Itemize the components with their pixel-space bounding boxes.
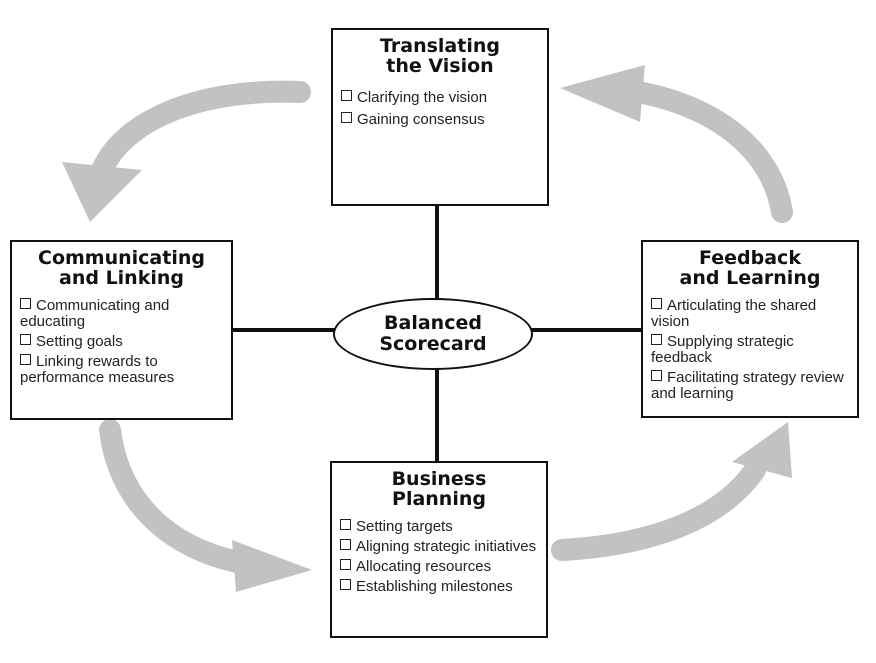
communicating-linking-list: Communicating and educating Setting goal… [20, 298, 223, 386]
list-item-text: Clarifying the vision [357, 89, 488, 106]
checkbox-icon [340, 559, 351, 570]
list-item-text: Supplying strategic feedback [651, 333, 794, 366]
checkbox-icon [651, 334, 662, 345]
checkbox-icon [341, 90, 352, 101]
list-item-text: Setting goals [36, 333, 123, 350]
communicating-linking-box: Communicating and Linking Communicating … [10, 240, 233, 420]
checkbox-icon [341, 112, 352, 123]
arrow-bottom-left [99, 419, 266, 576]
checkbox-icon [651, 298, 662, 309]
list-item: Supplying strategic feedback [651, 334, 849, 366]
feedback-learning-box: Feedback and Learning Articulating the s… [641, 240, 859, 418]
list-item: Linking rewards to performance measures [20, 354, 223, 386]
list-item: Facilitating strategy review and learnin… [651, 370, 849, 402]
business-planning-title: Business Planning [340, 469, 538, 509]
list-item-text: Allocating resources [356, 558, 492, 575]
connector-right [531, 328, 643, 332]
list-item-text: Aligning strategic initiatives [356, 538, 537, 555]
center-line-2: Scorecard [379, 333, 487, 355]
list-item: Setting targets [340, 519, 538, 535]
arrowhead-bottom-left [232, 540, 312, 592]
title-line-2: and Linking [59, 267, 184, 289]
list-item-text: Linking rewards to performance measures [20, 353, 175, 386]
connector-top [435, 206, 439, 300]
list-item: Gaining consensus [341, 112, 539, 128]
arrowhead-top-right [560, 65, 645, 122]
list-item-text: Facilitating strategy review and learnin… [651, 369, 844, 402]
checkbox-icon [20, 298, 31, 309]
list-item: Articulating the shared vision [651, 298, 849, 330]
list-item: Allocating resources [340, 559, 538, 575]
list-item-text: Communicating and educating [20, 297, 170, 330]
translating-vision-list: Clarifying the vision Gaining consensus [341, 90, 539, 128]
feedback-learning-list: Articulating the shared vision Supplying… [651, 298, 849, 402]
checkbox-icon [20, 334, 31, 345]
checkbox-icon [20, 354, 31, 365]
arrow-top-left [89, 80, 311, 186]
list-item-text: Establishing milestones [356, 578, 513, 595]
title-line-2: Planning [392, 488, 486, 510]
checkbox-icon [340, 519, 351, 530]
checkbox-icon [340, 539, 351, 550]
list-item: Establishing milestones [340, 579, 538, 595]
title-line-2: the Vision [386, 55, 494, 77]
translating-vision-box: Translating the Vision Clarifying the vi… [331, 28, 549, 206]
feedback-learning-title: Feedback and Learning [651, 248, 849, 288]
title-line-1: Translating [380, 35, 500, 57]
title-line-1: Communicating [38, 247, 205, 269]
title-line-1: Feedback [699, 247, 801, 269]
translating-vision-title: Translating the Vision [341, 36, 539, 76]
list-item-text: Articulating the shared vision [651, 297, 817, 330]
list-item: Communicating and educating [20, 298, 223, 330]
arrow-bottom-right [551, 459, 766, 561]
title-line-2: and Learning [679, 267, 821, 289]
title-line-1: Business [391, 468, 487, 490]
connector-left [233, 328, 335, 332]
checkbox-icon [340, 579, 351, 590]
list-item: Setting goals [20, 334, 223, 350]
connector-bottom [435, 368, 439, 463]
list-item-text: Setting targets [356, 518, 453, 535]
list-item: Clarifying the vision [341, 90, 539, 106]
communicating-linking-title: Communicating and Linking [20, 248, 223, 288]
balanced-scorecard-center: Balanced Scorecard [333, 298, 533, 370]
business-planning-box: Business Planning Setting targets Aligni… [330, 461, 548, 638]
list-item: Aligning strategic initiatives [340, 539, 538, 555]
center-line-1: Balanced [384, 312, 482, 334]
business-planning-list: Setting targets Aligning strategic initi… [340, 519, 538, 595]
list-item-text: Gaining consensus [357, 111, 485, 128]
arrowhead-top-left [62, 162, 142, 222]
checkbox-icon [651, 370, 662, 381]
arrowhead-bottom-right [732, 422, 792, 478]
arrow-top-right [614, 79, 793, 223]
